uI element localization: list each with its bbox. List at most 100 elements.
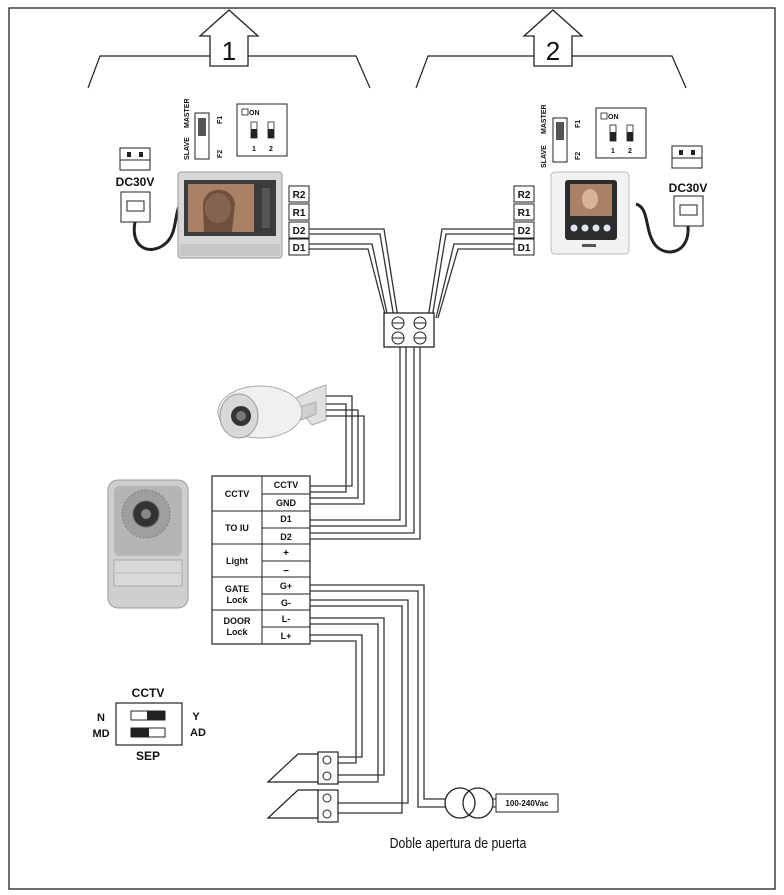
dip-on-label: ON: [608, 114, 619, 121]
camera-cable: [310, 395, 353, 487]
cctv-camera: [217, 384, 365, 505]
adapter-cable: [635, 202, 690, 254]
bus-junction-connector: [383, 312, 435, 348]
apartment-2-number: 2: [546, 36, 560, 66]
lock-screw-icon: [322, 809, 332, 819]
door-lock-word: Lock: [226, 627, 248, 637]
pin-light-minus: −: [283, 566, 289, 577]
dip-bottom-label: SEP: [136, 749, 160, 763]
pin-cctv: CCTV: [274, 480, 299, 490]
slave-label: SLAVE: [541, 145, 548, 168]
monitor-2-key-2: [581, 224, 589, 232]
ap1-terminal-r1: R1: [293, 208, 306, 219]
door-word: DOOR: [224, 616, 252, 626]
mains-label-box: [495, 793, 559, 813]
transformer-coil-icon: [444, 787, 476, 819]
power-label: DC30V: [669, 181, 708, 195]
dip-label-y: Y: [192, 711, 200, 723]
gate-lock-device: [266, 751, 339, 785]
apartment-2-power-adapter: DC30V: [635, 145, 708, 254]
f1-label: F1: [217, 116, 224, 124]
ap2-terminal-d1: D1: [518, 243, 531, 254]
f1-label: F1: [575, 120, 582, 128]
dip-top-label: CCTV: [132, 686, 165, 700]
power-transformer: 100-240Vac: [444, 787, 559, 819]
selector-knob: [198, 118, 206, 136]
apartment-1-dip-switch: ON 1 2: [236, 103, 288, 157]
apartment-2-dip-switch: ON 1 2: [595, 107, 647, 159]
wall-socket-icon: [119, 147, 151, 171]
mains-voltage-label: 100-240Vac: [505, 799, 549, 808]
ap1-terminal-d1: D1: [293, 243, 306, 254]
dip-knob-1: [251, 129, 257, 138]
dip-label-md: MD: [92, 728, 109, 740]
slave-label: SLAVE: [184, 137, 191, 160]
apartment-2-master-slave-switch: SLAVE MASTER F2 F1: [541, 104, 582, 168]
apartment-1-marker: 1: [87, 9, 371, 89]
dip-knob-2: [627, 132, 633, 141]
dip-knob-1: [610, 132, 616, 141]
dip-on-label: ON: [249, 110, 260, 117]
dip-pos-1: 1: [611, 148, 615, 155]
apartment-1-master-slave-switch: SLAVE MASTER F2 F1: [184, 98, 224, 160]
pin-l-minus: L-: [282, 614, 291, 624]
apartment-1-number: 1: [222, 36, 236, 66]
apartment-1-power-adapter: DC30V: [116, 147, 186, 251]
ap1-terminal-r2: R2: [293, 190, 306, 201]
monitor-2-key-4: [603, 224, 611, 232]
f2-label: F2: [575, 152, 582, 160]
apartment-2-marker: 2: [415, 9, 687, 89]
pin-light-plus: +: [283, 548, 289, 559]
master-label: MASTER: [184, 98, 191, 128]
dip-on-box: [600, 112, 608, 120]
lock-screw-icon: [322, 755, 332, 765]
dip-on-box: [241, 108, 249, 116]
ap2-terminal-r1: R1: [518, 208, 531, 219]
cctv-mode-switch: CCTV N MD Y AD SEP: [92, 686, 206, 763]
door-lock-device: [266, 789, 339, 823]
selector-knob: [556, 122, 564, 140]
diagram-caption: Doble apertura de puerta: [390, 835, 527, 851]
apartment-1-bracket: [87, 55, 371, 89]
gate-word: GATE: [225, 584, 249, 594]
master-label: MASTER: [541, 104, 548, 134]
f2-label: F2: [217, 150, 224, 158]
dip-switch-body: [115, 702, 183, 746]
apartment-1-terminals: R2 R1 D2 D1: [288, 185, 310, 256]
monitor-2-face: [582, 189, 598, 209]
pin-g-minus: G-: [281, 598, 291, 608]
dip-label-ad: AD: [190, 727, 206, 739]
up-arrow-icon: [522, 9, 584, 67]
transformer-coil-icon: [462, 787, 494, 819]
lock-wiring: [310, 584, 446, 814]
lock-screw-icon: [322, 793, 332, 803]
dip-pos-1: 1: [252, 146, 256, 153]
outdoor-panel: [107, 479, 189, 609]
ap2-terminal-d2: D2: [518, 226, 531, 237]
apartment-2-bracket: [415, 55, 687, 89]
apartment-1-monitor: [177, 171, 283, 259]
bus-wiring: [309, 228, 514, 319]
power-label: DC30V: [116, 175, 155, 189]
monitor-2-key-1: [570, 224, 578, 232]
diagram-frame: [8, 7, 776, 890]
pin-d1: D1: [280, 514, 292, 524]
up-arrow-icon: [198, 9, 260, 67]
outdoor-terminal-block: CCTV CCTV GND TO IU D1 D2 Light + − GATE…: [211, 475, 311, 645]
monitor-2-key-3: [592, 224, 600, 232]
group-light: Light: [226, 556, 248, 566]
ap2-terminal-r2: R2: [518, 190, 531, 201]
dip-pos-2: 2: [628, 148, 632, 155]
group-cctv: CCTV: [225, 489, 250, 499]
dip-pos-2: 2: [269, 146, 273, 153]
wall-socket-icon: [671, 145, 703, 169]
dip-knob-2: [268, 129, 274, 138]
pin-g-plus: G+: [280, 581, 292, 591]
ap1-terminal-d2: D2: [293, 226, 306, 237]
group-to-iu: TO IU: [225, 523, 249, 533]
gate-lock-word: Lock: [226, 595, 248, 605]
pin-l-plus: L+: [281, 631, 292, 641]
